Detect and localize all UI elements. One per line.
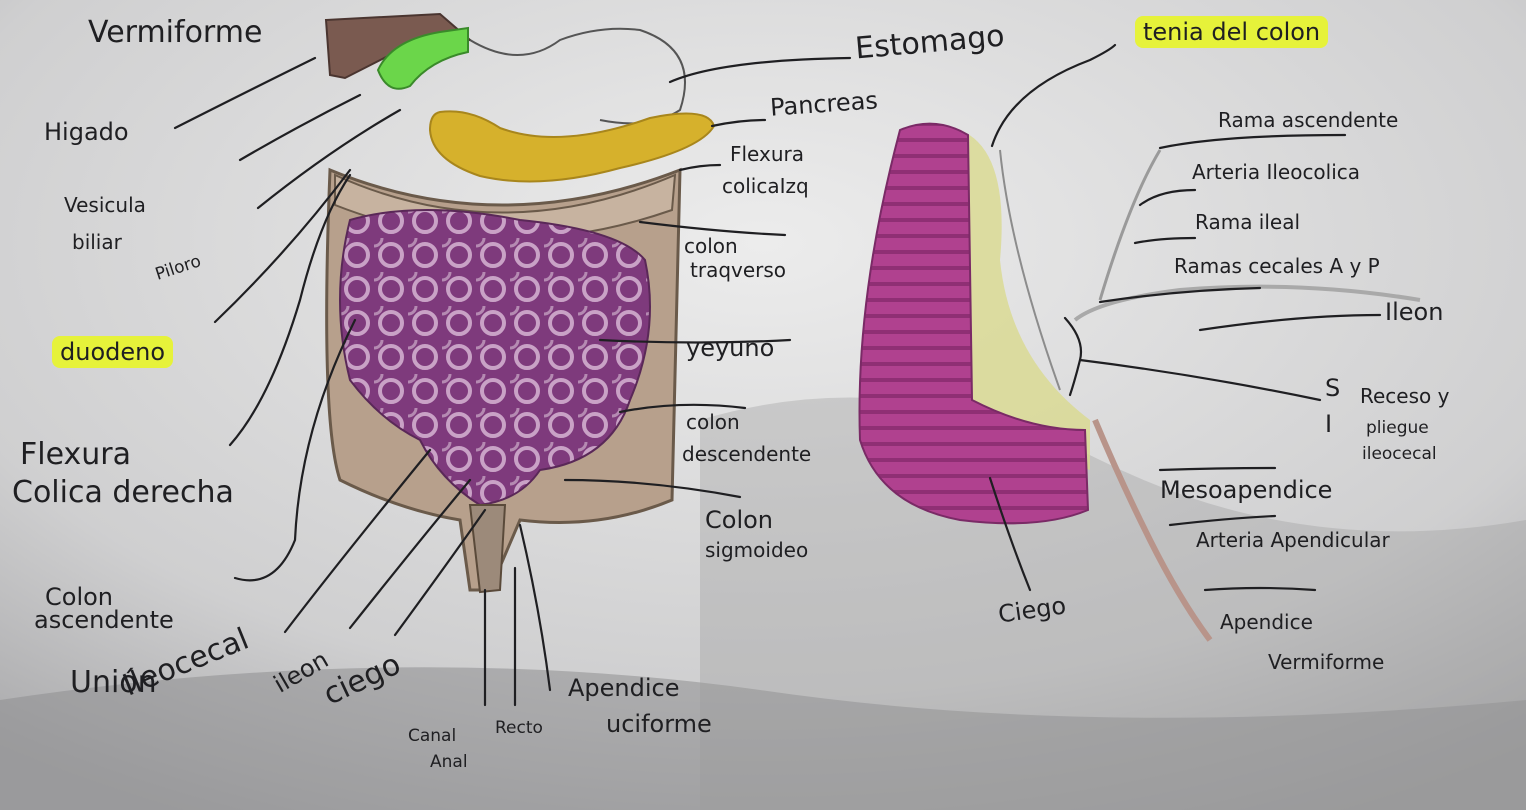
label-duodeno: duodeno <box>52 336 173 368</box>
label-colon-asc-2: ascendente <box>34 608 174 632</box>
label-colon-desc-1: colon <box>686 412 740 432</box>
label-receso-s: S <box>1325 376 1340 400</box>
label-rama-ascendente: Rama ascendente <box>1218 110 1398 130</box>
label-flexura-izq-1: Flexura <box>730 144 804 164</box>
label-flexura-derecha-2: Colica derecha <box>12 478 234 508</box>
label-apendice-left-2: uciforme <box>606 712 712 736</box>
label-receso-2: pliegue <box>1366 420 1429 437</box>
label-canal: Canal <box>408 728 456 745</box>
label-vermiforme-top: Vermiforme <box>88 18 262 48</box>
label-pancreas: Pancreas <box>769 88 878 119</box>
label-tenia: tenia del colon <box>1135 16 1328 48</box>
label-flexura-izq-2: colicaIzq <box>722 176 809 196</box>
label-apendice-left-1: Apendice <box>568 676 680 700</box>
label-apendice-right-1: Apendice <box>1220 612 1313 632</box>
label-recto: Recto <box>495 720 543 737</box>
label-biliar: biliar <box>72 232 122 252</box>
label-receso-3: ileocecal <box>1362 446 1437 463</box>
label-receso-i: I <box>1325 412 1332 436</box>
label-yeyuno: yeyuno <box>686 336 774 360</box>
label-colon-sig-1: Colon <box>705 508 773 532</box>
label-apendice-right-2: Vermiforme <box>1268 652 1384 672</box>
label-colon-sig-2: sigmoideo <box>705 540 808 560</box>
label-colon-desc-2: descendente <box>682 444 811 464</box>
label-mesoapendice: Mesoapendice <box>1160 478 1332 502</box>
label-anal: Anal <box>430 754 468 771</box>
label-arteria-ileocolica: Arteria Ileocolica <box>1192 162 1360 182</box>
label-vesicula: Vesicula <box>64 195 146 215</box>
label-receso-1: Receso y <box>1360 386 1449 406</box>
label-ileon-right: Ileon <box>1385 300 1443 324</box>
label-colon-trans-2: traqverso <box>690 260 786 280</box>
label-flexura-derecha-1: Flexura <box>20 440 131 470</box>
label-tenia-wrap: tenia del colon <box>1135 20 1328 44</box>
label-colon-trans-1: colon <box>684 236 738 256</box>
label-rama-ileal: Rama ileal <box>1195 212 1300 232</box>
label-higado: Higado <box>44 120 129 144</box>
label-duodeno-wrap: duodeno <box>52 340 173 364</box>
label-arteria-apendicular: Arteria Apendicular <box>1196 530 1390 550</box>
label-ramas-cecales: Ramas cecales A y P <box>1174 256 1380 276</box>
